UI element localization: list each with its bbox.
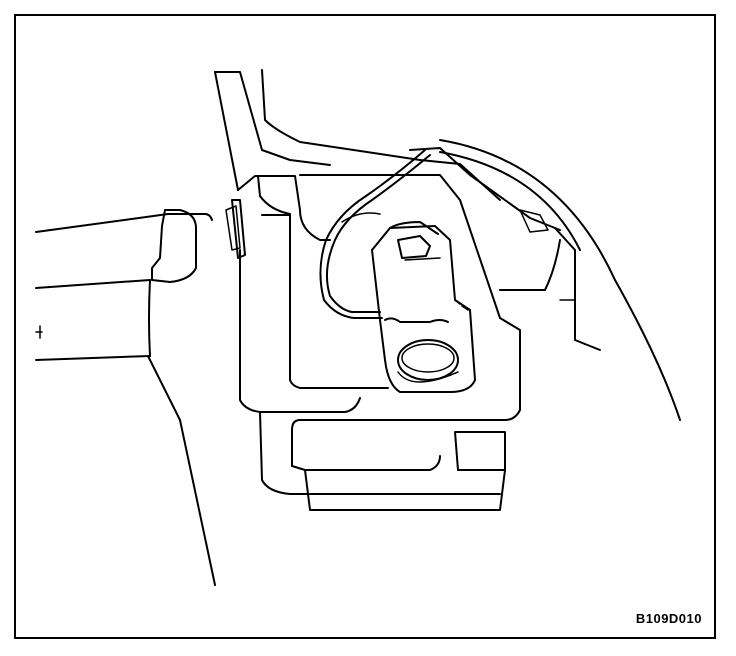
sensor-unit: [371, 221, 476, 393]
left-panel: [35, 213, 213, 361]
mounting-strap: [225, 175, 331, 259]
bracket-tab: [151, 209, 197, 283]
figure-id-label: B109D010: [635, 611, 702, 626]
vertical-pillar: [147, 69, 421, 586]
figure-frame: [14, 14, 716, 639]
wire-harness: [319, 149, 431, 319]
fender-panel: [409, 139, 681, 421]
housing-body: [239, 159, 521, 511]
